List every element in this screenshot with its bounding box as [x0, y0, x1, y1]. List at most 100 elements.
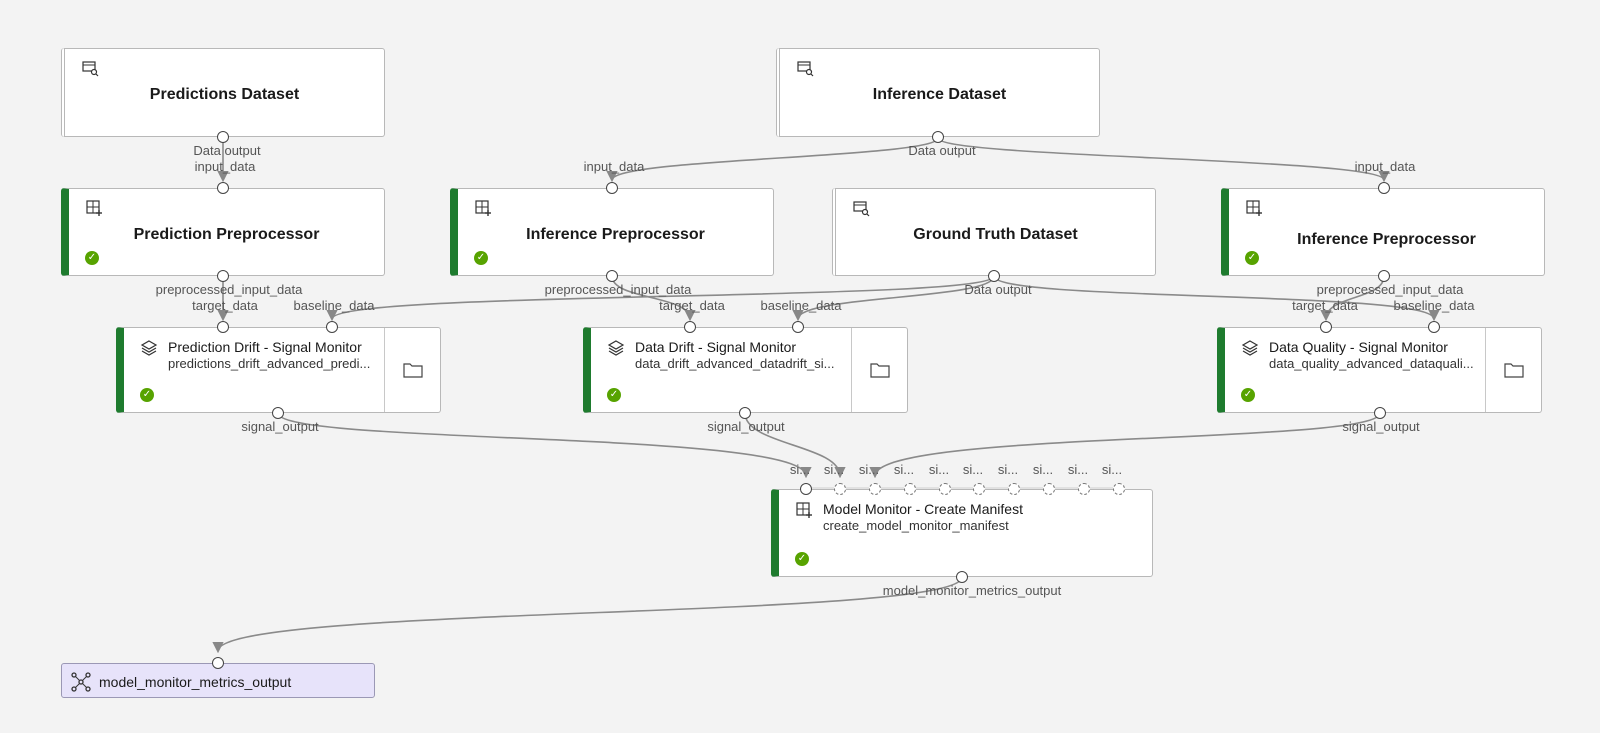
edge-datadrift-to-manifest: [744, 412, 846, 479]
port-predrift-target[interactable]: [217, 321, 229, 333]
port-predrift-signal-output[interactable]: [272, 407, 284, 419]
port-label: baseline_data: [293, 298, 375, 313]
port-label: si...: [997, 462, 1019, 477]
port-label: signal_output: [1342, 419, 1420, 434]
edge-infpre1-to-datadrift-target: [611, 275, 696, 322]
node-title: Data Quality - Signal Monitor: [1269, 339, 1448, 355]
status-completed-icon: ✓: [474, 251, 488, 265]
layers-icon: [140, 340, 158, 356]
node-subtitle: data_drift_advanced_datadrift_si...: [635, 356, 835, 371]
port-groundtruth-output[interactable]: [988, 270, 1000, 282]
port-manifest-signal-10[interactable]: [1113, 483, 1125, 495]
port-label: si...: [858, 462, 880, 477]
port-label: si...: [1032, 462, 1054, 477]
outputs-pane[interactable]: [1485, 328, 1541, 412]
node-inference-dataset[interactable]: Inference Dataset: [776, 48, 1100, 137]
edge-manifest-to-output: [212, 576, 963, 654]
folder-icon: [1504, 363, 1524, 378]
node-data-quality[interactable]: Data Quality - Signal Monitor data_quali…: [1217, 327, 1542, 413]
component-icon: [475, 200, 491, 216]
port-label: baseline_data: [1393, 298, 1475, 313]
port-infpre1-input[interactable]: [606, 182, 618, 194]
port-predictions-data-output[interactable]: [217, 131, 229, 143]
status-completed-icon: ✓: [140, 388, 154, 402]
component-icon: [796, 502, 812, 518]
outputs-pane[interactable]: [384, 328, 440, 412]
port-manifest-signal-3[interactable]: [869, 483, 881, 495]
port-label: input_data: [194, 159, 256, 174]
port-label: si...: [789, 462, 811, 477]
status-completed-icon: ✓: [795, 552, 809, 566]
edge-groundtruth-to-predrift-baseline: [326, 275, 995, 322]
port-label: si...: [1067, 462, 1089, 477]
port-infpre1-output[interactable]: [606, 270, 618, 282]
node-inference-preprocessor-1[interactable]: Inference Preprocessor ✓: [450, 188, 774, 276]
port-label: target_data: [1292, 298, 1358, 313]
port-infpre2-input[interactable]: [1378, 182, 1390, 194]
folder-icon: [403, 363, 423, 378]
node-predictions-dataset[interactable]: Predictions Dataset: [61, 48, 385, 137]
node-prediction-preprocessor[interactable]: Prediction Preprocessor ✓: [61, 188, 385, 276]
port-dataquality-baseline[interactable]: [1428, 321, 1440, 333]
folder-icon: [870, 363, 890, 378]
node-title: Inference Preprocessor: [1297, 231, 1476, 248]
node-inference-preprocessor-2[interactable]: Inference Preprocessor ✓: [1221, 188, 1545, 276]
layers-icon: [1241, 340, 1259, 356]
node-ground-truth-dataset[interactable]: Ground Truth Dataset: [832, 188, 1156, 276]
component-icon: [1246, 200, 1262, 216]
node-title: model_monitor_metrics_output: [99, 674, 292, 690]
port-infpre2-output[interactable]: [1378, 270, 1390, 282]
port-manifest-signal-7[interactable]: [1008, 483, 1020, 495]
port-label: Data output: [964, 282, 1032, 297]
node-subtitle: create_model_monitor_manifest: [823, 518, 1009, 533]
port-inference-data-output[interactable]: [932, 131, 944, 143]
node-title: Data Drift - Signal Monitor: [635, 339, 797, 355]
port-label: signal_output: [707, 419, 785, 434]
port-label: si...: [928, 462, 950, 477]
port-manifest-signal-2[interactable]: [834, 483, 846, 495]
port-manifest-signal-4[interactable]: [904, 483, 916, 495]
node-prediction-drift[interactable]: Prediction Drift - Signal Monitor predic…: [116, 327, 441, 413]
node-create-manifest[interactable]: Model Monitor - Create Manifest create_m…: [771, 489, 1153, 577]
port-label: model_monitor_metrics_output: [882, 583, 1062, 598]
outputs-pane[interactable]: [851, 328, 907, 412]
component-icon: [86, 200, 102, 216]
port-manifest-signal-5[interactable]: [939, 483, 951, 495]
port-manifest-signal-8[interactable]: [1043, 483, 1055, 495]
port-output-input[interactable]: [212, 657, 224, 669]
port-predpre-input[interactable]: [217, 182, 229, 194]
status-completed-icon: ✓: [1245, 251, 1259, 265]
port-label: si...: [1101, 462, 1123, 477]
port-label: target_data: [659, 298, 725, 313]
dataset-icon: [82, 61, 99, 77]
node-title: Model Monitor - Create Manifest: [823, 501, 1023, 517]
port-datadrift-baseline[interactable]: [792, 321, 804, 333]
port-manifest-signal-1[interactable]: [800, 483, 812, 495]
port-dataquality-signal-output[interactable]: [1374, 407, 1386, 419]
dataset-icon: [797, 61, 814, 77]
node-data-drift[interactable]: Data Drift - Signal Monitor data_drift_a…: [583, 327, 908, 413]
dataset-icon: [853, 201, 870, 217]
node-title: Inference Preprocessor: [526, 226, 705, 243]
port-label: input_data: [1354, 159, 1416, 174]
port-label: Data output: [193, 143, 261, 158]
port-manifest-signal-6[interactable]: [973, 483, 985, 495]
port-dataquality-target[interactable]: [1320, 321, 1332, 333]
edge-inference-to-preprocessor-1: [606, 137, 939, 183]
edge-inference-to-preprocessor-2: [937, 137, 1390, 183]
port-predpre-output[interactable]: [217, 270, 229, 282]
port-datadrift-target[interactable]: [684, 321, 696, 333]
port-datadrift-signal-output[interactable]: [739, 407, 751, 419]
network-icon: [71, 672, 91, 692]
edge-groundtruth-to-dataquality-baseline: [993, 275, 1440, 322]
port-label: signal_output: [241, 419, 319, 434]
port-label: target_data: [192, 298, 258, 313]
layers-icon: [607, 340, 625, 356]
edge-infpre2-to-dataquality-target: [1320, 275, 1385, 322]
port-label: si...: [823, 462, 845, 477]
port-manifest-signal-9[interactable]: [1078, 483, 1090, 495]
port-manifest-metrics-output[interactable]: [956, 571, 968, 583]
port-predrift-baseline[interactable]: [326, 321, 338, 333]
